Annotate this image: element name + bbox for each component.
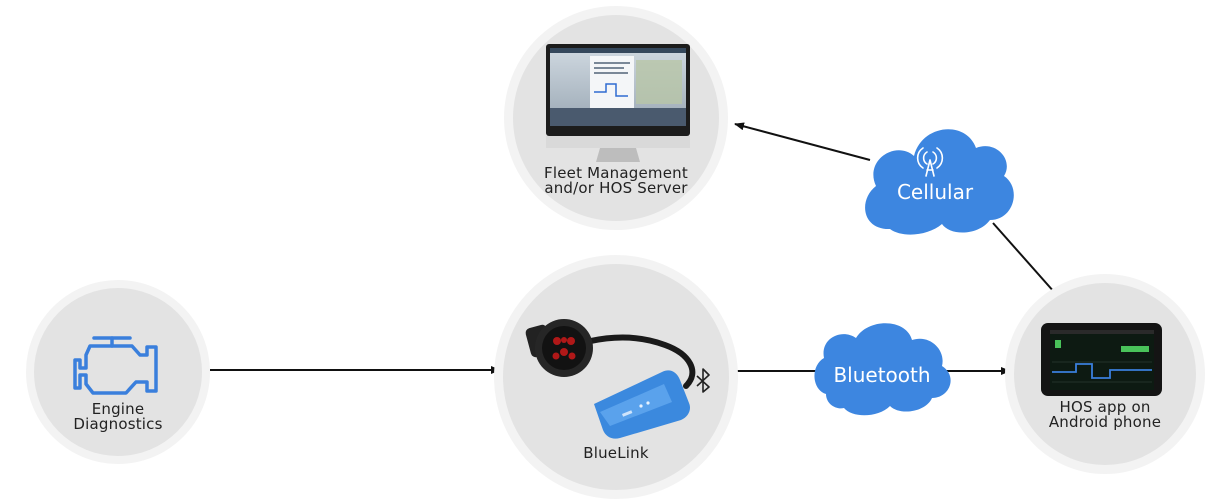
line-phone-to-cloud [992, 222, 1056, 294]
phone-label-line1: HOS app on [1059, 398, 1151, 416]
bluelink-label-text: BlueLink [583, 444, 649, 462]
engine-label-line2: Diagnostics [73, 415, 163, 433]
bluetooth-cloud [814, 323, 951, 416]
desktop-monitor-icon [546, 44, 690, 162]
arrow-cloud-to-server [734, 122, 871, 161]
server-node [504, 6, 728, 230]
bluetooth-icon [696, 368, 710, 393]
cellular-label: Cellular [896, 180, 974, 204]
engine-check-icon [73, 336, 158, 395]
bluelink-label: BlueLink [556, 446, 676, 461]
server-label-line2: and/or HOS Server [544, 179, 688, 197]
engine-node [26, 280, 210, 464]
phone-label: HOS app on Android phone [1030, 400, 1180, 430]
engine-label: Engine Diagnostics [48, 402, 188, 432]
bluelink-node [494, 255, 738, 499]
antenna-icon [916, 147, 944, 177]
obd-adapter-icon [525, 319, 696, 439]
phone-label-line2: Android phone [1048, 413, 1162, 431]
engine-label-line1: Engine [91, 400, 145, 418]
server-label-line1: Fleet Management [544, 164, 688, 182]
cellular-cloud [865, 129, 1014, 235]
phone-node [1005, 274, 1205, 474]
tablet-icon [1041, 323, 1162, 396]
bluetooth-label: Bluetooth [833, 363, 931, 387]
server-label: Fleet Management and/or HOS Server [521, 166, 711, 196]
